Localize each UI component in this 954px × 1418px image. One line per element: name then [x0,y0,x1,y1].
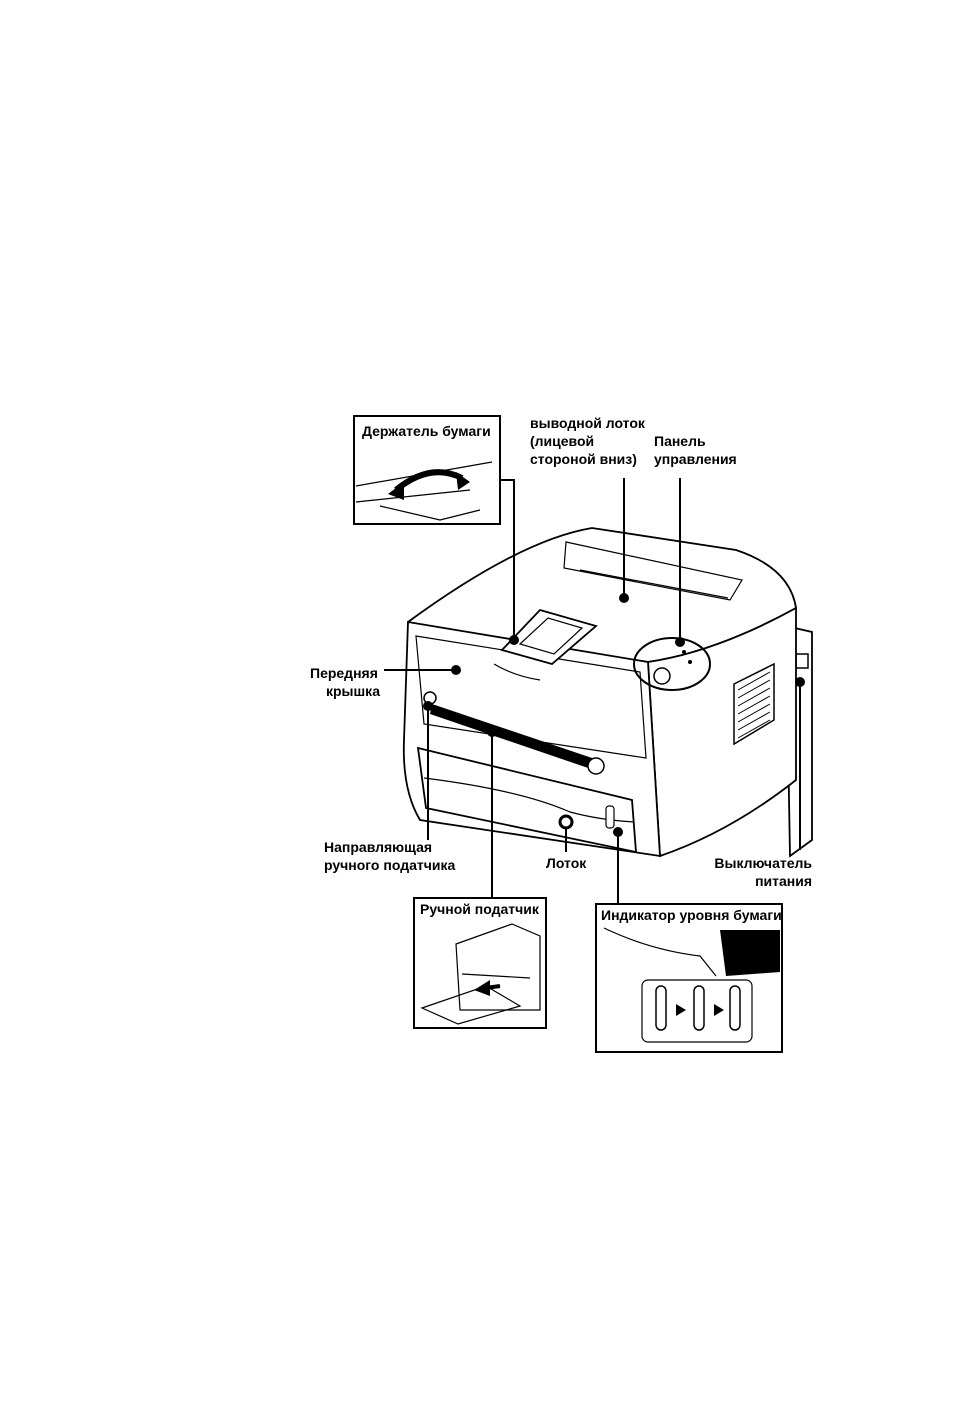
output-tray-label-2: (лицевой [530,433,594,449]
output-tray-label-1: выводной лоток [530,415,646,431]
paper-holder-inset: Держатель бумаги [354,416,500,524]
level-indicator-full [656,986,666,1030]
level-indicator-half [694,986,704,1030]
paper-level-inset: Индикатор уровня бумаги [596,904,782,1052]
paper-level-window [606,806,614,828]
output-tray-label-3: стороной вниз) [530,451,637,467]
control-panel-label-1: Панель [654,433,706,449]
control-panel-label-2: управления [654,451,737,467]
power-switch-label-1: Выключатель [714,855,812,871]
tray-label: Лоток [546,855,587,871]
paper-holder-label: Держатель бумаги [362,423,491,439]
front-cover-label-1: Передняя [310,665,378,681]
manual-feeder-inset: Ручной податчик [414,898,546,1028]
manual-feeder-label: Ручной податчик [420,901,540,917]
paper-level-label: Индикатор уровня бумаги [601,907,782,923]
printer-illustration [404,528,812,856]
manual-guide-label-1: Направляющая [324,839,432,855]
manual-guide-label-2: ручного податчика [324,857,455,873]
power-switch-label-2: питания [755,873,812,889]
front-cover-label-2: крышка [326,683,380,699]
power-switch-icon [796,654,808,668]
level-indicator-empty [730,986,740,1030]
